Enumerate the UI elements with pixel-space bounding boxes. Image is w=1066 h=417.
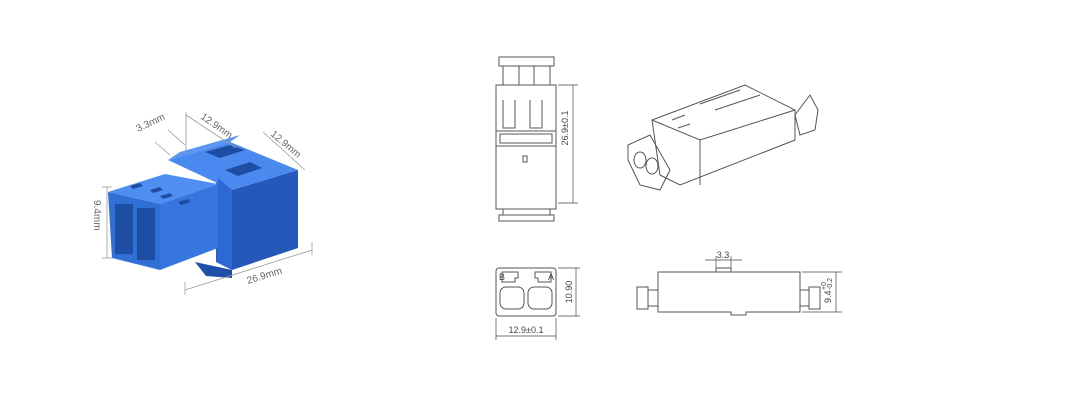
- label-flange: 3.3mm: [135, 112, 167, 135]
- top-view-drawing: 26.9±0.1: [495, 56, 578, 222]
- top-view-length-label: 26.9±0.1: [560, 111, 570, 146]
- front-height-label: 10.90: [564, 281, 574, 304]
- port-b: [115, 204, 133, 254]
- side-height-label: 9.4: [823, 290, 833, 303]
- port-a-label: A: [548, 272, 554, 282]
- front-width-label: 12.9±0.1: [509, 325, 544, 335]
- front-view-drawing: B A 10.90 12.9±0.1: [495, 267, 580, 340]
- port-b-label: B: [499, 272, 505, 282]
- label-height: 9.4mm: [91, 200, 102, 231]
- blue-lc-adapter-render: 9.4mm 26.9mm 12.9mm 12.9mm 3.3mm: [91, 111, 313, 295]
- port-a: [137, 208, 155, 260]
- side-flange-label: 3.3: [717, 250, 730, 260]
- label-width-top: 12.9mm: [268, 129, 303, 161]
- side-tol-minus: -0.2: [827, 278, 834, 290]
- side-view-drawing: 3.3 9.4 +0 -0.2: [636, 250, 842, 316]
- isometric-view-drawing: [627, 84, 819, 191]
- side-tol-plus: +0: [821, 282, 828, 290]
